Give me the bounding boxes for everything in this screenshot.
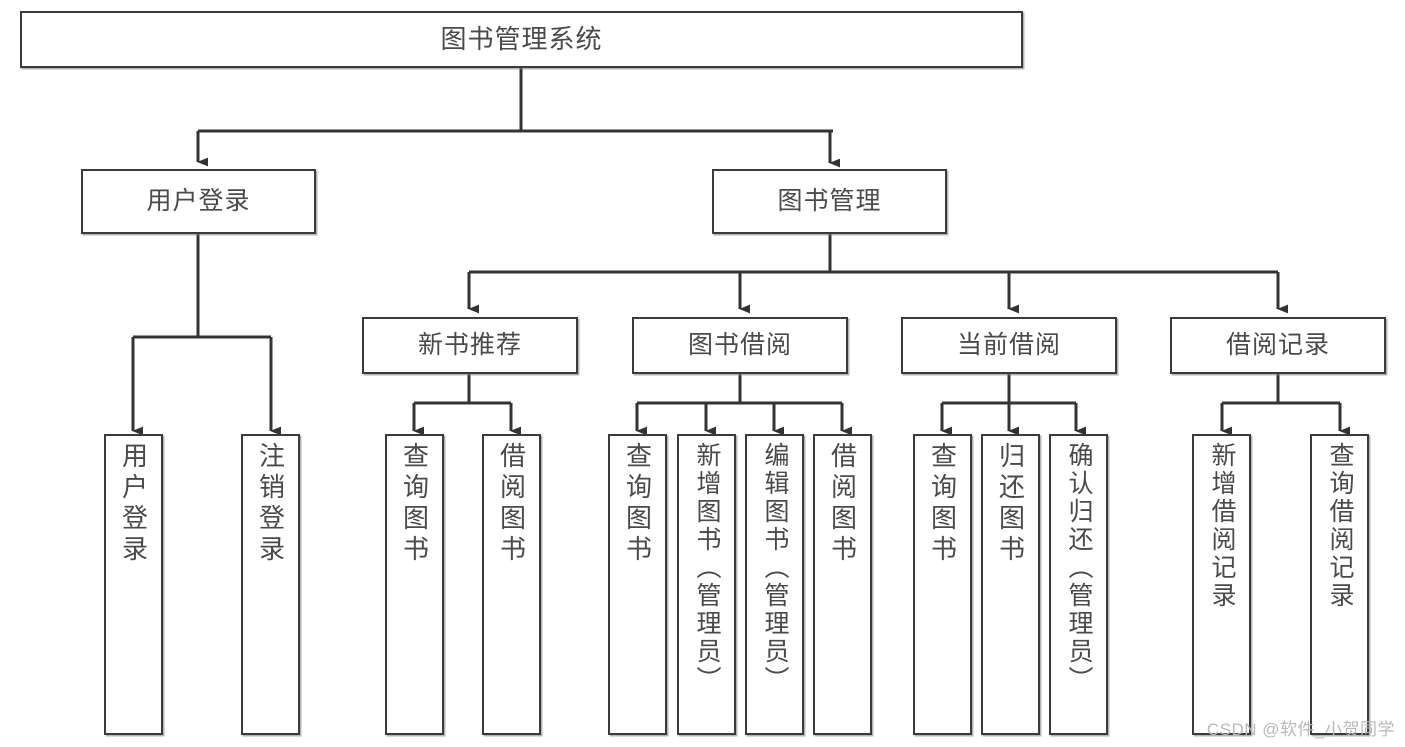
node-leaf-borrow-book-1-label: 借阅图书	[496, 442, 527, 566]
node-user-login-label: 用户登录	[146, 186, 251, 215]
node-borrow-record[interactable]: 借阅记录	[1170, 317, 1386, 374]
node-leaf-borrow-book-1[interactable]: 借阅图书	[482, 434, 541, 735]
node-leaf-return-book-label: 归还图书	[995, 442, 1026, 566]
node-leaf-confirm-return[interactable]: 确认归还（管理员）	[1049, 434, 1108, 735]
node-leaf-borrow-book-2[interactable]: 借阅图书	[813, 434, 872, 735]
node-new-book-recommend[interactable]: 新书推荐	[362, 317, 578, 374]
node-leaf-query-record[interactable]: 查询借阅记录	[1310, 434, 1369, 735]
node-book-manage[interactable]: 图书管理	[712, 169, 947, 234]
node-leaf-add-book-label: 新增图书（管理员）	[693, 442, 721, 694]
node-leaf-query-book-3[interactable]: 查询图书	[913, 434, 972, 735]
node-leaf-query-book-3-label: 查询图书	[927, 442, 958, 566]
node-user-login[interactable]: 用户登录	[81, 169, 316, 234]
node-leaf-query-book-2[interactable]: 查询图书	[608, 434, 667, 735]
node-new-book-recommend-label: 新书推荐	[417, 330, 522, 359]
node-book-borrow-label: 图书借阅	[687, 330, 792, 359]
node-leaf-query-record-label: 查询借阅记录	[1326, 442, 1354, 610]
node-leaf-confirm-return-label: 确认归还（管理员）	[1065, 442, 1093, 694]
node-leaf-borrow-book-2-label: 借阅图书	[827, 442, 858, 566]
node-leaf-query-book-1-label: 查询图书	[399, 442, 430, 566]
node-current-borrow-label: 当前借阅	[956, 330, 1061, 359]
node-leaf-user-login[interactable]: 用户登录	[104, 434, 163, 735]
node-leaf-add-record-label: 新增借阅记录	[1208, 442, 1236, 610]
node-leaf-query-book-2-label: 查询图书	[622, 442, 653, 566]
node-leaf-add-book[interactable]: 新增图书（管理员）	[677, 434, 736, 735]
node-leaf-edit-book[interactable]: 编辑图书（管理员）	[745, 434, 804, 735]
node-book-manage-label: 图书管理	[777, 186, 882, 215]
node-current-borrow[interactable]: 当前借阅	[901, 317, 1117, 374]
node-leaf-user-login-label: 用户登录	[118, 442, 149, 566]
node-leaf-logout[interactable]: 注销登录	[241, 434, 300, 735]
node-borrow-record-label: 借阅记录	[1225, 330, 1330, 359]
node-leaf-edit-book-label: 编辑图书（管理员）	[761, 442, 789, 694]
node-root-label: 图书管理系统	[440, 24, 603, 55]
node-leaf-add-record[interactable]: 新增借阅记录	[1192, 434, 1251, 735]
node-leaf-query-book-1[interactable]: 查询图书	[385, 434, 444, 735]
node-root[interactable]: 图书管理系统	[20, 11, 1023, 68]
node-leaf-return-book[interactable]: 归还图书	[981, 434, 1040, 735]
node-leaf-logout-label: 注销登录	[255, 442, 286, 566]
node-book-borrow[interactable]: 图书借阅	[632, 317, 848, 374]
watermark: CSDN @软件_小贺同学	[1206, 720, 1395, 739]
